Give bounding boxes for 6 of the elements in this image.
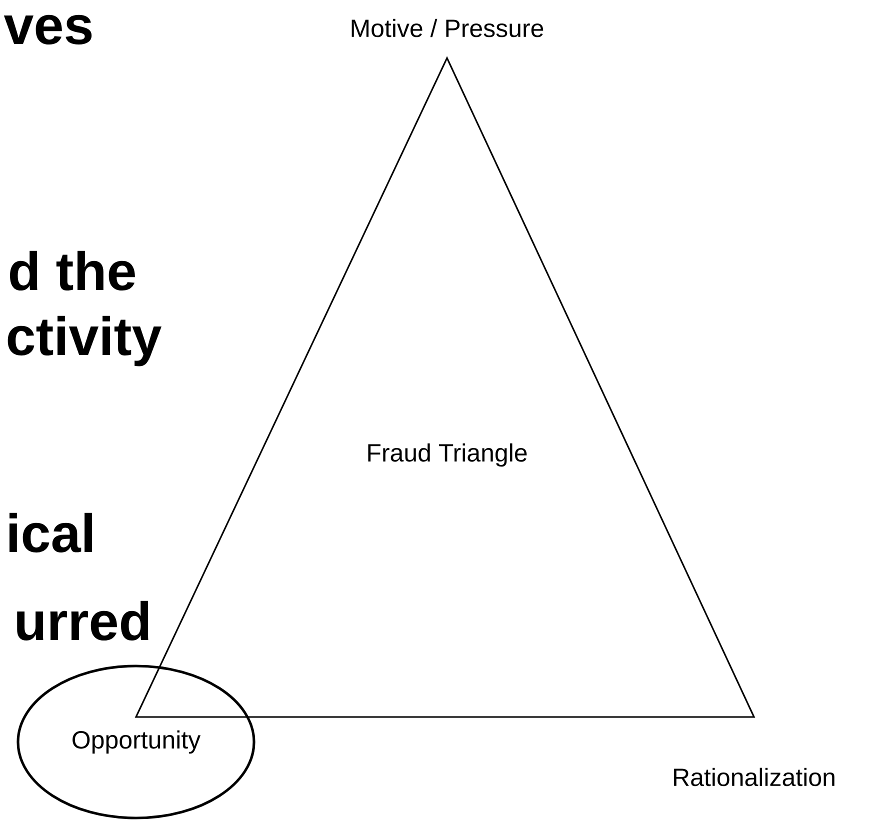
text-fragment: urred <box>17 600 148 641</box>
vertex-label: Rationalization <box>674 768 834 786</box>
text-fragment: ctivity <box>8 316 162 366</box>
text-fragment: ical <box>10 512 92 553</box>
text-fragment: ves <box>4 14 92 45</box>
vertex-label: Motive / Pressure <box>352 18 544 38</box>
